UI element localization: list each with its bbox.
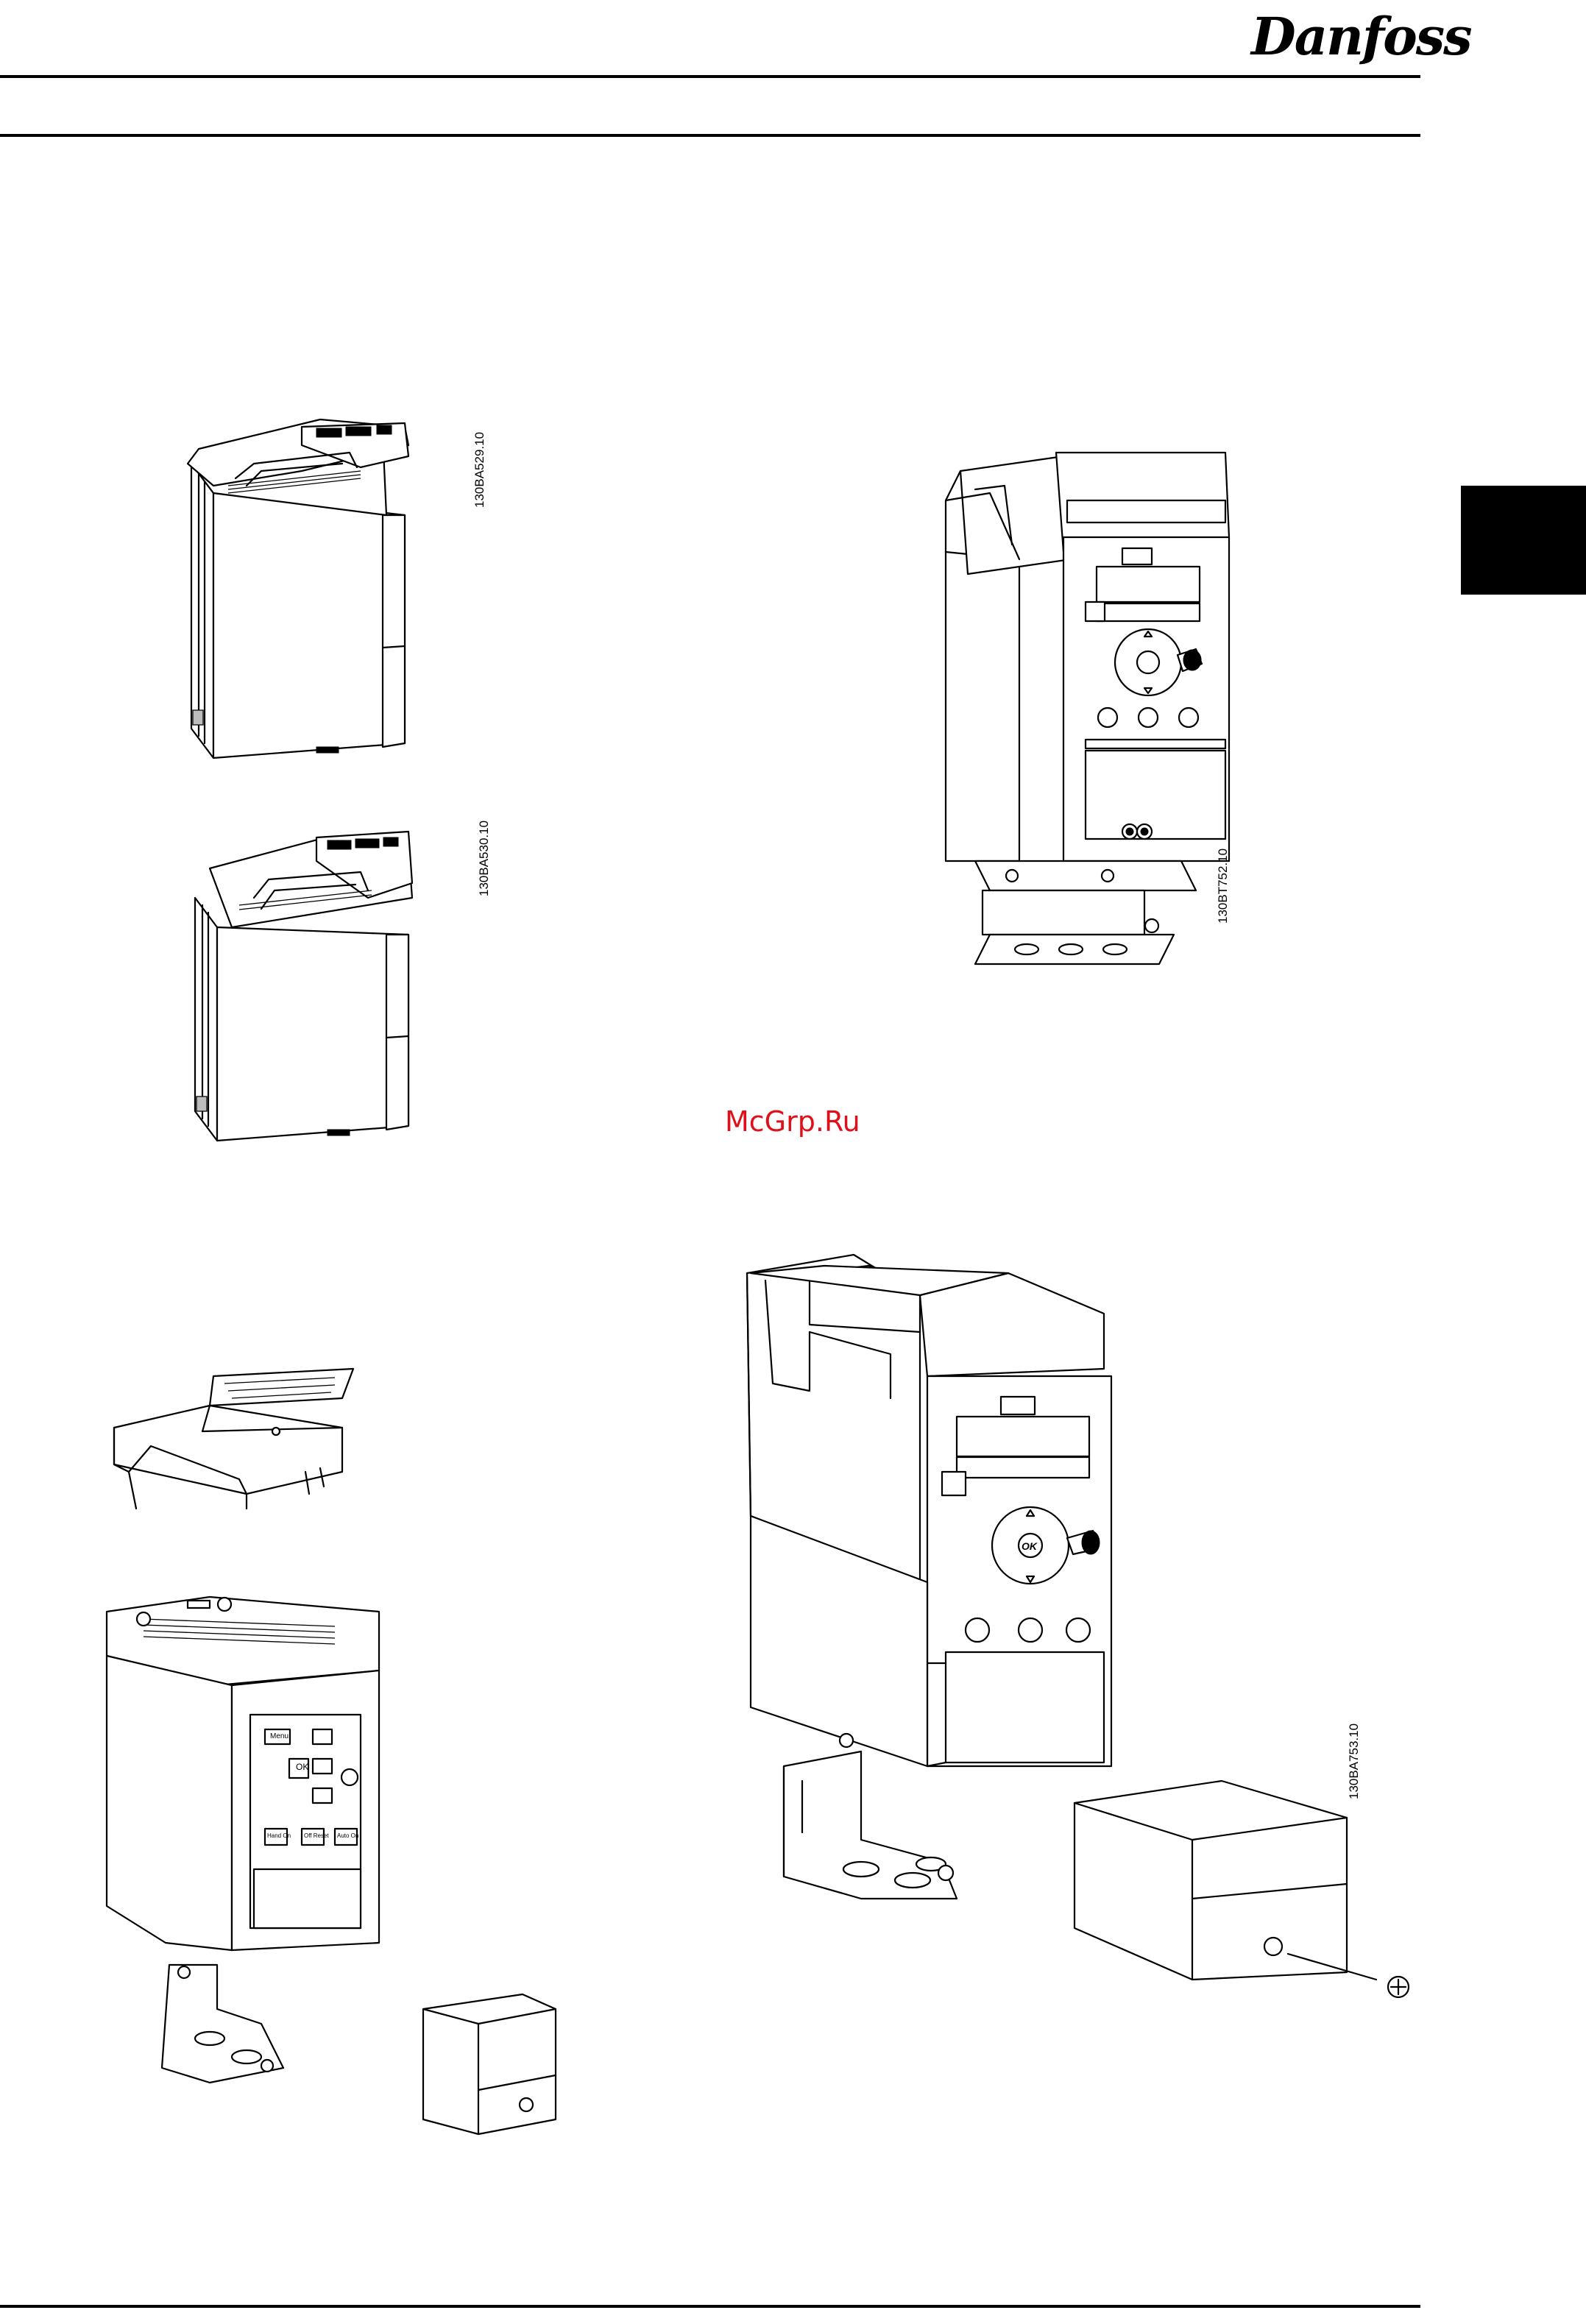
header-rule-top	[0, 75, 1420, 78]
figure-code-1: 130BA529.10	[472, 432, 487, 508]
figure-code-4: 130BA753.10	[1347, 1723, 1362, 1799]
watermark: McGrp.Ru	[725, 1105, 860, 1138]
header-rule-bottom	[0, 134, 1420, 137]
figure-exploded-modern	[743, 1251, 1435, 2016]
chapter-tab	[1461, 486, 1586, 595]
footer-rule	[0, 2305, 1420, 2308]
danfoss-logo: Danfoss	[1251, 6, 1420, 68]
off-key-label: Off Reset	[304, 1832, 329, 1839]
figure-enclosure-cover-a	[184, 412, 464, 765]
hand-key-label: Hand On	[267, 1832, 291, 1839]
figure-enclosure-cover-b	[188, 817, 467, 1148]
modern-keypad-ok: OK	[1022, 1540, 1037, 1552]
ok-key-label: OK	[296, 1762, 308, 1772]
figure-code-2: 130BA530.10	[477, 821, 492, 896]
menu-key-label: Menu	[270, 1732, 288, 1740]
classic-keypad: Menu OK Hand On Off Reset Auto On	[250, 1715, 368, 1862]
figure-code-3: 130BT752.10	[1216, 849, 1231, 924]
auto-key-label: Auto On	[337, 1832, 358, 1839]
figure-drive-assembled	[931, 449, 1240, 979]
